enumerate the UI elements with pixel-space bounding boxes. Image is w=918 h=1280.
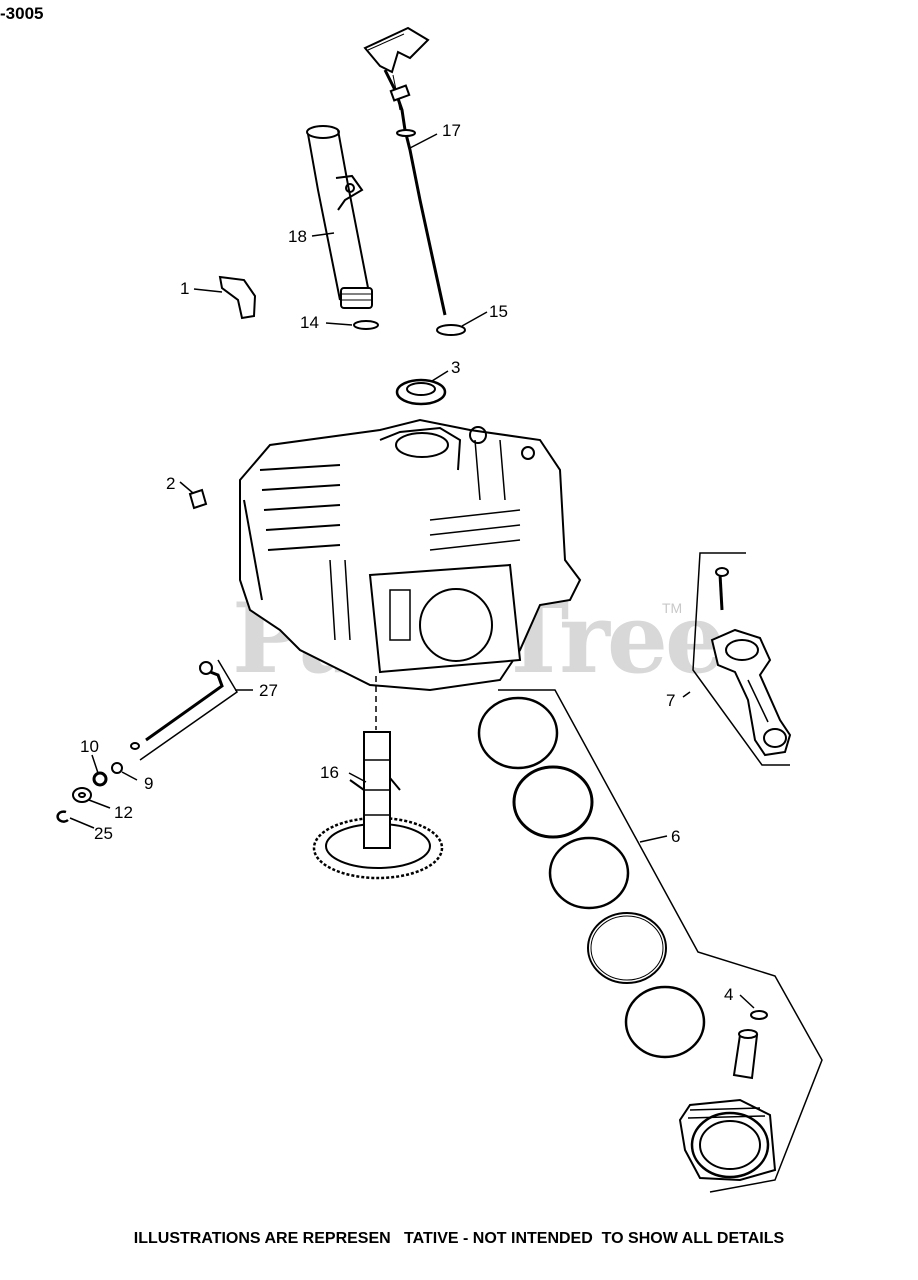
callout-25: 25 (94, 824, 113, 843)
callout-27: 27 (259, 681, 278, 700)
callout-16: 16 (320, 763, 339, 782)
circlip-part (750, 1010, 768, 1020)
watermark-trademark: TM (662, 600, 683, 616)
callout-1: 1 (180, 279, 190, 298)
o-ring-part (353, 320, 379, 330)
e-ring-part-25 (56, 810, 69, 823)
crankcase-block-part (239, 418, 582, 692)
callout-2: 2 (166, 474, 176, 493)
washer-part-9 (111, 762, 123, 774)
callout-15: 15 (489, 302, 508, 321)
clip-part (188, 488, 208, 510)
callout-14: 14 (300, 313, 319, 332)
disclaimer-footer: ILLUSTRATIONS ARE REPRESEN TATIVE - NOT … (133, 1230, 785, 1247)
dipstick-gasket-part (436, 324, 466, 336)
callout-18: 18 (288, 227, 307, 246)
callout-17: 17 (442, 121, 461, 140)
callout-4: 4 (724, 985, 734, 1004)
group-bracket-6 (498, 689, 823, 1193)
connecting-rod-part (710, 567, 792, 757)
callout-10: 10 (80, 737, 99, 756)
group-bracket-27 (139, 659, 238, 761)
seal-part-10 (92, 771, 108, 787)
piston-rings-part (477, 696, 706, 1059)
dipstick-part (363, 26, 447, 316)
oil-seal-part (395, 378, 447, 406)
piston-part (678, 1098, 777, 1182)
governor-shaft-part (130, 661, 224, 750)
group-bracket-7 (692, 552, 790, 766)
callout-6: 6 (671, 827, 681, 846)
page-id: -3005 (0, 4, 44, 23)
callout-3: 3 (451, 358, 461, 377)
leader-lines (69, 133, 755, 1009)
camshaft-part (312, 731, 444, 880)
callout-12: 12 (114, 803, 133, 822)
dipstick-tube-part (306, 125, 373, 309)
callout-7: 7 (666, 691, 676, 710)
callout-9: 9 (144, 774, 154, 793)
piston-pin-part (732, 1029, 759, 1080)
washer-part-12 (72, 787, 92, 803)
bracket-part (218, 275, 257, 320)
